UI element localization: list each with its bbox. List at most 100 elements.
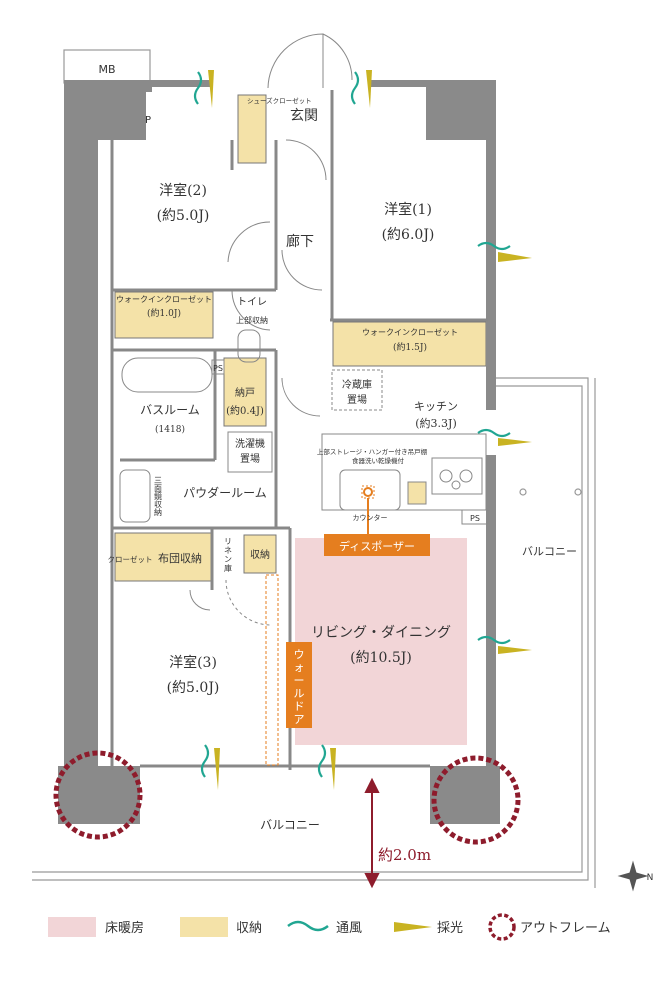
dishwasher xyxy=(407,481,427,505)
mb-label: MB xyxy=(98,63,115,76)
balcony-bottom-label: バルコニー xyxy=(260,818,320,832)
disposer-mark xyxy=(363,487,373,497)
svg-text:ド: ド xyxy=(294,700,305,713)
exterior-walls xyxy=(58,80,500,824)
fridge-place xyxy=(331,369,383,411)
wic-small-size: (約1.0J) xyxy=(147,307,181,319)
bathtub xyxy=(121,357,213,393)
upper-storage-label: 上部収納 xyxy=(236,315,268,325)
floor-heating-area xyxy=(295,538,467,745)
storeroom-size: (約0.4J) xyxy=(226,404,264,417)
svg-text:庫: 庫 xyxy=(224,563,232,573)
shoes-closet-area xyxy=(237,94,267,164)
fridge-line2: 置場 xyxy=(347,393,367,406)
hall-label: 廊下 xyxy=(286,233,314,250)
wash-basin xyxy=(119,469,151,523)
kitchen-note-line1: 上部ストレージ・ハンガー付き吊戸棚 xyxy=(317,447,428,456)
legend: 床暖房 収納 通風 採光 アウトフレーム xyxy=(48,913,611,941)
wic-large-size: (約1.5J) xyxy=(393,341,427,353)
legend-daylight-icon xyxy=(394,922,432,932)
wall-door-outline xyxy=(265,574,279,766)
compass-icon xyxy=(617,860,649,892)
ps-box xyxy=(211,359,225,375)
legend-ventilation-label: 通風 xyxy=(336,921,362,936)
legend-storage-label: 収納 xyxy=(236,921,262,936)
p-label: P xyxy=(145,115,151,126)
svg-text:三: 三 xyxy=(154,476,162,485)
powder-label: パウダールーム xyxy=(183,485,267,500)
legend-floor-heating-swatch xyxy=(48,917,96,937)
svg-text:ー: ー xyxy=(294,674,305,687)
wic-large-area xyxy=(332,321,487,367)
depth-label: 約2.0m xyxy=(378,846,431,864)
stove xyxy=(431,457,483,495)
legend-storage-swatch xyxy=(180,917,228,937)
washer-line2: 置場 xyxy=(240,452,260,465)
futon-label: 布団収納 xyxy=(158,552,202,565)
bath-size: (1418) xyxy=(155,424,185,435)
kitchen-counter xyxy=(321,433,487,511)
linen-label: リ ネ ン 庫 xyxy=(224,537,232,573)
fixtures xyxy=(119,329,489,766)
storeroom-name: 納戸 xyxy=(235,386,255,399)
room1-size: (約6.0J) xyxy=(382,227,435,243)
balcony-side-label: バ ル コ ニ ー xyxy=(522,545,577,558)
door-swings xyxy=(189,33,353,626)
svg-text:収: 収 xyxy=(154,499,162,509)
compass-label: N xyxy=(647,873,654,883)
room3-name: 洋室(3) xyxy=(169,654,217,671)
legend-ventilation-icon xyxy=(287,920,329,932)
svg-text:ォ: ォ xyxy=(294,661,305,674)
storage-small-area xyxy=(243,534,277,574)
svg-text:コ: コ xyxy=(544,545,555,558)
svg-text:面: 面 xyxy=(154,484,162,493)
svg-text:鏡: 鏡 xyxy=(154,491,162,501)
room2-name: 洋室(2) xyxy=(159,182,207,199)
svg-text:ニ: ニ xyxy=(555,545,566,558)
wic-small-area xyxy=(114,291,214,339)
wic-small-name: ウォークインクローゼット xyxy=(116,294,212,304)
svg-text:ネ: ネ xyxy=(224,546,232,555)
svg-text:ル: ル xyxy=(533,545,544,558)
washer-place xyxy=(227,431,273,473)
ventilation-marks xyxy=(193,71,511,778)
toilet-fixture xyxy=(237,329,261,363)
legend-floor-heating-label: 床暖房 xyxy=(105,920,144,936)
storage-small-label: 収納 xyxy=(250,548,270,561)
futon-closet-area xyxy=(114,532,212,582)
fridge-line1: 冷蔵庫 xyxy=(342,378,372,391)
storage-areas xyxy=(114,94,487,582)
ps-box-kitchen xyxy=(461,509,489,525)
kitchen-name: キッチン xyxy=(414,400,458,413)
toilet-label: トイレ xyxy=(237,297,267,308)
living-name: リビング・ダイニング xyxy=(311,625,451,641)
living-size: (約10.5J) xyxy=(350,650,412,666)
mirror-label: 三 面 鏡 収 納 xyxy=(154,476,162,517)
closet-label: クローゼット xyxy=(108,554,153,564)
counter-label: カウンター xyxy=(353,513,388,522)
disposer-label: ディスポーザー xyxy=(339,539,415,553)
room3-size: (約5.0J) xyxy=(167,680,220,696)
depth-arrow xyxy=(364,777,380,889)
legend-daylight-label: 採光 xyxy=(437,921,463,936)
kitchen-size: (約3.3J) xyxy=(415,416,457,430)
shoes-closet-label: シューズクローゼット xyxy=(247,96,312,105)
kitchen-sink xyxy=(339,469,401,511)
walldoor-tag xyxy=(286,642,312,728)
svg-text:バ: バ xyxy=(522,545,533,558)
room2-size: (約5.0J) xyxy=(157,208,210,224)
daylight-marks xyxy=(208,70,532,790)
entrance-label: 玄関 xyxy=(290,107,318,124)
wic-large-name: ウォークインクローゼット xyxy=(362,327,458,337)
washer-line1: 洗濯機 xyxy=(235,437,265,450)
svg-text:リ: リ xyxy=(224,537,232,546)
outframe-marks xyxy=(53,750,521,845)
bath-name: バスルーム xyxy=(140,403,200,417)
legend-outframe-label: アウトフレーム xyxy=(520,921,611,936)
storeroom-area xyxy=(223,357,267,427)
svg-text:ウ: ウ xyxy=(294,648,305,661)
legend-outframe-icon xyxy=(488,913,516,941)
disposer-tag xyxy=(324,534,430,556)
svg-text:ー: ー xyxy=(566,545,577,558)
